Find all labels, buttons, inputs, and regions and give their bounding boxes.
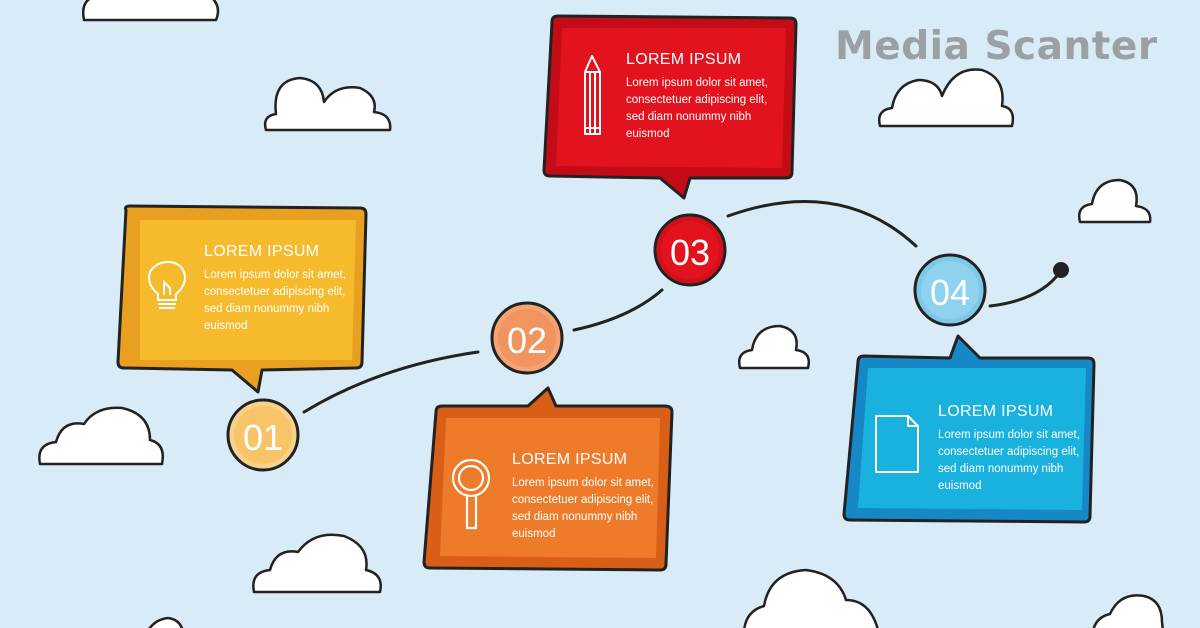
step3-number: 03 bbox=[670, 232, 710, 273]
pencil-icon bbox=[584, 55, 601, 135]
lightbulb-icon bbox=[148, 260, 186, 309]
step2-bubble bbox=[422, 386, 674, 572]
cloud bbox=[1092, 594, 1164, 628]
step4-content: LOREM IPSUM Lorem ipsum dolor sit amet, … bbox=[938, 403, 1098, 495]
step4-node: 04 bbox=[913, 253, 987, 327]
step4-bubble bbox=[842, 334, 1096, 524]
brand-logo-text: Media Scanter bbox=[835, 24, 1158, 69]
magnifier-icon bbox=[451, 458, 491, 530]
cloud bbox=[148, 616, 184, 628]
cloud bbox=[743, 568, 879, 628]
step3-bubble bbox=[542, 14, 798, 200]
step3-title: LOREM IPSUM bbox=[626, 51, 742, 68]
step3-node: 03 bbox=[653, 213, 727, 287]
step1-bubble bbox=[116, 204, 368, 394]
connector-line bbox=[988, 270, 1062, 308]
step4-title: LOREM IPSUM bbox=[938, 403, 1054, 420]
cloud bbox=[738, 324, 810, 370]
connector-line bbox=[726, 200, 918, 248]
cloud bbox=[1078, 178, 1152, 224]
connector-line bbox=[572, 288, 664, 332]
step1-title: LOREM IPSUM bbox=[204, 243, 320, 260]
path-end-dot bbox=[1053, 262, 1069, 278]
step3-description: Lorem ipsum dolor sit amet, consectetuer… bbox=[626, 77, 768, 140]
step4-number: 04 bbox=[930, 272, 970, 313]
step1-node: 01 bbox=[226, 398, 300, 472]
cloud bbox=[82, 0, 220, 22]
cloud bbox=[252, 533, 382, 594]
step2-description: Lorem ipsum dolor sit amet, consectetuer… bbox=[512, 477, 654, 540]
step2-title: LOREM IPSUM bbox=[512, 451, 628, 468]
cloud bbox=[263, 76, 392, 132]
step1-content: LOREM IPSUM Lorem ipsum dolor sit amet, … bbox=[204, 243, 364, 335]
step2-number: 02 bbox=[507, 320, 547, 361]
cloud bbox=[38, 406, 164, 466]
step1-description: Lorem ipsum dolor sit amet, consectetuer… bbox=[204, 269, 346, 332]
step4-description: Lorem ipsum dolor sit amet, consectetuer… bbox=[938, 429, 1080, 492]
document-icon bbox=[875, 415, 919, 473]
step2-content: LOREM IPSUM Lorem ipsum dolor sit amet, … bbox=[512, 451, 672, 543]
step1-number: 01 bbox=[243, 417, 283, 458]
step3-content: LOREM IPSUM Lorem ipsum dolor sit amet, … bbox=[626, 51, 786, 143]
cloud bbox=[878, 68, 1015, 128]
step2-node: 02 bbox=[490, 301, 564, 375]
connector-line bbox=[302, 350, 480, 414]
